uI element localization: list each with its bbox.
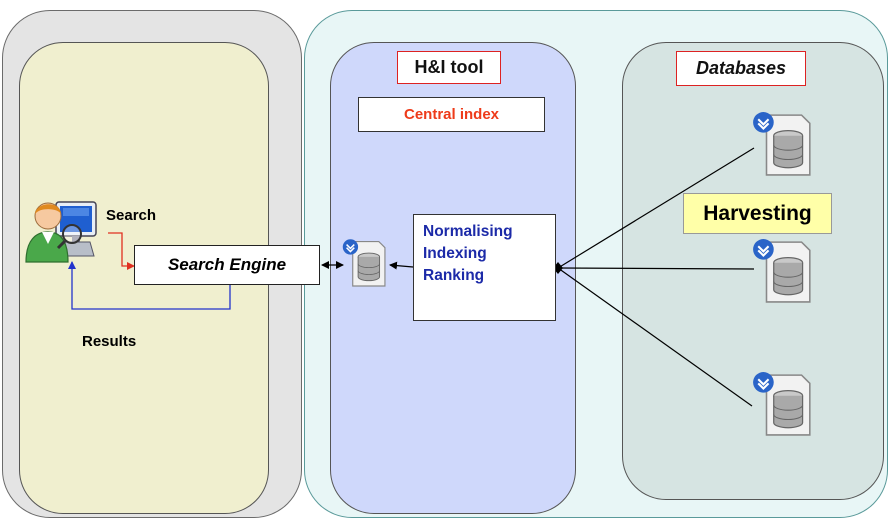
process-to-index-arrow (389, 261, 414, 270)
harvesting-label: Harvesting (703, 201, 812, 225)
search-label: Search (106, 207, 157, 224)
central-index-label: Central index (403, 106, 500, 123)
process-ranking: Ranking (423, 267, 485, 284)
process-normalising: Normalising (423, 223, 513, 240)
user-computer-icon (25, 201, 97, 263)
processing-box: Normalising Indexing Ranking (413, 214, 556, 321)
harvest-line-top (557, 147, 755, 269)
database-icon (752, 371, 814, 442)
harvesting-box: Harvesting (683, 193, 832, 234)
database-icon (752, 238, 814, 309)
results-arrow (68, 261, 231, 310)
database-icon (752, 111, 814, 182)
databases-title-box: Databases (676, 51, 806, 86)
harvest-line-bottom (557, 267, 753, 407)
hi-tool-title-box: H&I tool (397, 51, 501, 84)
process-indexing: Indexing (423, 245, 487, 262)
search-engine-box: Search Engine (134, 245, 320, 285)
databases-title: Databases (695, 58, 787, 78)
search-engine-label: Search Engine (167, 255, 287, 274)
results-label: Results (82, 333, 137, 350)
harvest-line-middle (557, 267, 755, 270)
hi-tool-title: H&I tool (414, 57, 484, 77)
database-icon (342, 238, 388, 293)
search-arrow (108, 232, 135, 270)
central-index-box: Central index (358, 97, 545, 132)
databases-panel (622, 42, 884, 500)
